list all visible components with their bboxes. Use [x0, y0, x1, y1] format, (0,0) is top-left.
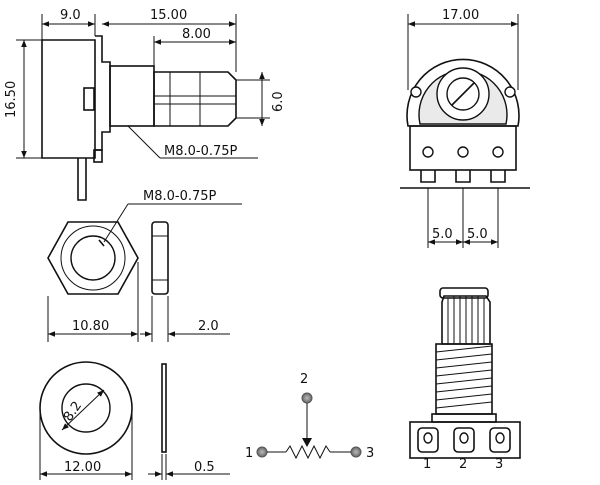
thread-label-nut: M8.0-0.75P	[143, 189, 217, 204]
pinout-pin-1: 1	[423, 457, 431, 472]
pinout-pin-2: 2	[459, 457, 467, 472]
dim-washer-thickness: 0.5	[194, 460, 215, 475]
dim-height: 16.50	[4, 81, 19, 118]
front-view: 17.00 5.0 5.0	[400, 8, 530, 248]
pinout-view: 1 2 3	[409, 287, 521, 472]
schematic-pin-3: 3	[366, 446, 374, 461]
dim-nut-across-flats: 10.80	[72, 319, 109, 334]
dim-shaft-knurl: 8.00	[182, 27, 211, 42]
dim-body-depth: 9.0	[60, 8, 81, 23]
dim-shaft-diameter: 6.0	[271, 91, 286, 112]
dim-front-width: 17.00	[442, 8, 479, 23]
dim-shaft-total: 15.00	[150, 8, 187, 23]
schematic-pin-1: 1	[245, 446, 253, 461]
nut-view: M8.0-0.75P 10.80 2.0	[47, 189, 242, 342]
pinout-pin-3: 3	[495, 457, 503, 472]
dim-washer-outer: 12.00	[64, 460, 101, 475]
thread-label-side: M8.0-0.75P	[164, 144, 238, 159]
schematic-pin-2: 2	[300, 372, 308, 387]
washer-view: 8.2 12.00 0.5	[39, 361, 230, 480]
dim-pin-spacing-right: 5.0	[467, 227, 488, 242]
dim-nut-thickness: 2.0	[198, 319, 219, 334]
side-view: 9.0 15.00 8.00 16.50 6.0 M8.0-0.75P	[4, 8, 286, 201]
schematic-symbol: 1 2 3	[245, 372, 374, 461]
dim-pin-spacing-left: 5.0	[432, 227, 453, 242]
